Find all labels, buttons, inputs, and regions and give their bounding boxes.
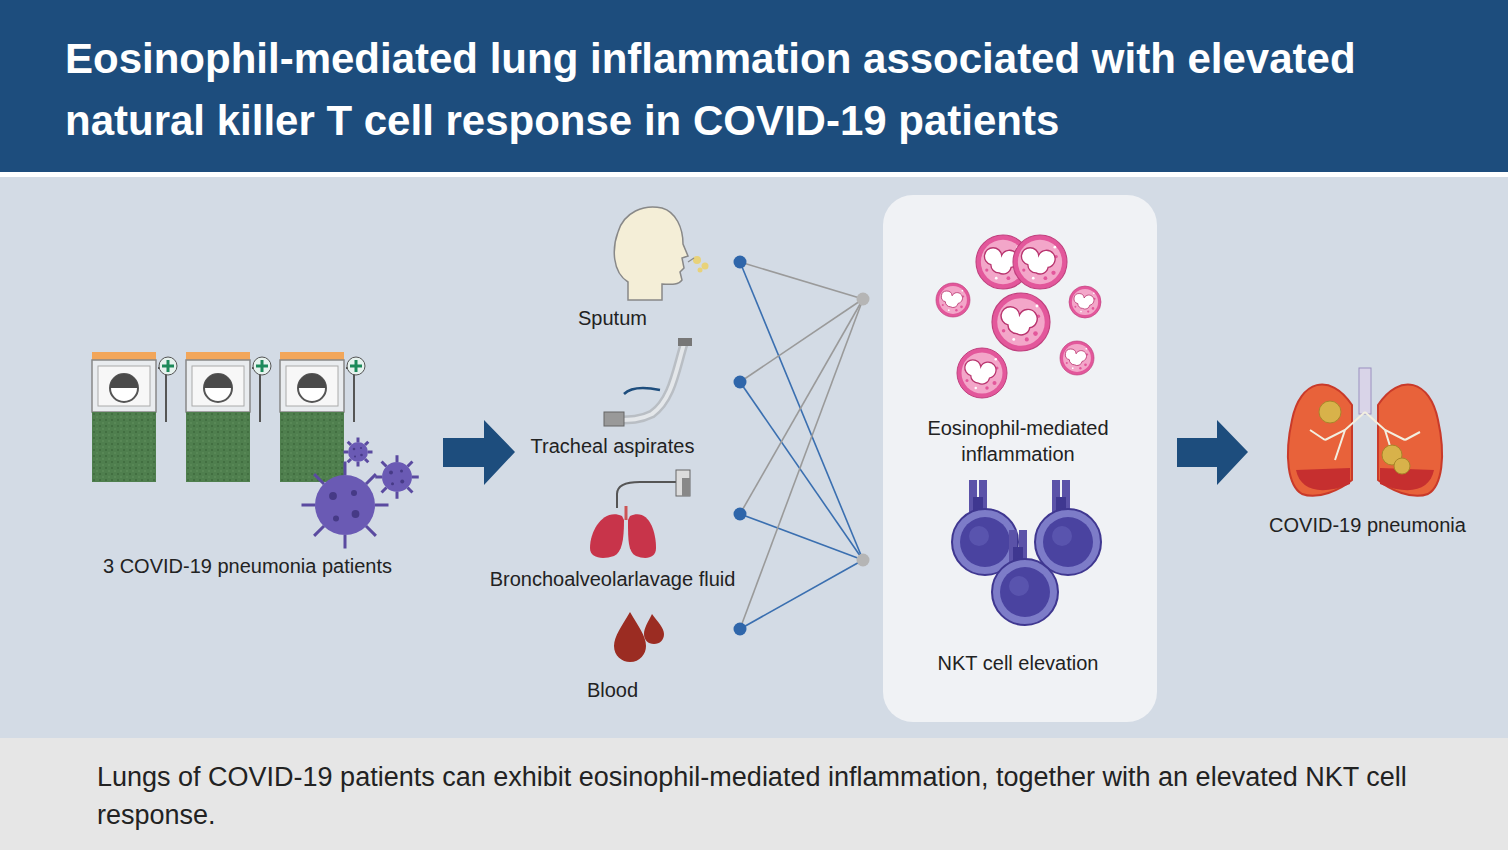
- connector: [740, 262, 863, 560]
- sample-bal: Bronchoalveolarlavage fluid: [485, 470, 740, 596]
- node-label-block: 3 COVID-19 pneumonia patients: [55, 553, 440, 579]
- node-label: Blood: [584, 679, 641, 701]
- node-label-block: Tracheal aspirates: [485, 433, 740, 459]
- node-label-block: Blood: [485, 677, 740, 703]
- connector: [740, 299, 863, 382]
- connector-dot: [734, 256, 747, 269]
- node-label: NKT cell elevation: [938, 652, 1099, 674]
- connector: [740, 560, 863, 629]
- node-label-block: Sputum: [485, 305, 740, 331]
- outcome: COVID-19 pneumonia: [1250, 360, 1485, 545]
- connector-dot: [857, 293, 870, 306]
- connector-dot: [734, 376, 747, 389]
- connector-dot: [734, 508, 747, 521]
- sample-tracheal: Tracheal aspirates: [485, 340, 740, 465]
- node-label: Eosinophil-mediated inflammation: [927, 417, 1108, 465]
- eosinophil-result: Eosinophil-mediated inflammation: [863, 225, 1153, 475]
- caption-block: Lungs of COVID-19 patients can exhibit e…: [97, 758, 1457, 834]
- connector: [740, 299, 863, 629]
- node-label: Bronchoalveolarlavage fluid: [487, 568, 739, 590]
- title-block: Eosinophil-mediated lung inflammation as…: [65, 28, 1465, 152]
- node-label-block: Eosinophil-mediated inflammation: [903, 415, 1133, 467]
- node-label: COVID-19 pneumonia: [1269, 514, 1466, 536]
- node-label: Tracheal aspirates: [528, 435, 698, 457]
- connector-dot: [734, 623, 747, 636]
- patient-group: 3 COVID-19 pneumonia patients: [55, 340, 440, 583]
- node-label: Sputum: [575, 307, 650, 329]
- connector: [740, 299, 863, 514]
- node-label-block: NKT cell elevation: [883, 650, 1153, 676]
- node-label: 3 COVID-19 pneumonia patients: [103, 555, 392, 577]
- node-label-block: Bronchoalveolarlavage fluid: [485, 566, 740, 592]
- connector: [740, 382, 863, 560]
- connector-dot: [857, 554, 870, 567]
- sample-blood: Blood: [485, 600, 740, 710]
- caption: Lungs of COVID-19 patients can exhibit e…: [97, 762, 1407, 830]
- nkt-result: NKT cell elevation: [863, 475, 1153, 685]
- node-label-block: COVID-19 pneumonia: [1250, 512, 1485, 538]
- connector: [740, 514, 863, 560]
- title: Eosinophil-mediated lung inflammation as…: [65, 35, 1356, 144]
- sample-sputum: Sputum: [485, 200, 740, 335]
- connector: [740, 262, 863, 299]
